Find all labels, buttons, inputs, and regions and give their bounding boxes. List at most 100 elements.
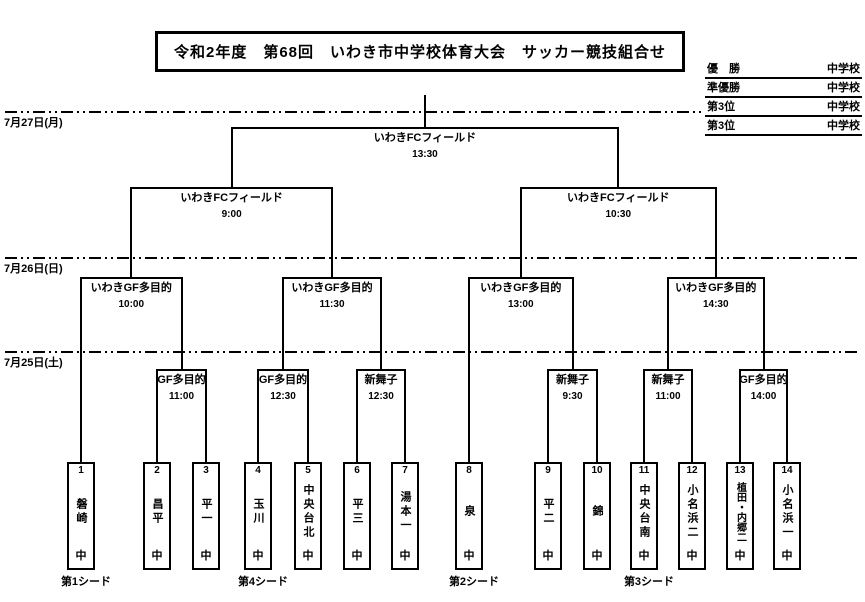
bracket-line	[643, 369, 693, 371]
team-name-area: 小名浜二	[684, 477, 700, 547]
match-venue-label: いわきGF多目的 14:30	[675, 282, 756, 310]
bracket-line	[547, 369, 549, 463]
results-row: 優 勝 中学校	[705, 60, 862, 79]
team-name: 小名浜一	[781, 484, 793, 540]
match-venue: いわきFCフィールド	[567, 192, 670, 204]
team-name: 小名浜二	[686, 484, 698, 540]
results-rank: 第3位	[705, 116, 784, 136]
bracket-line	[356, 369, 406, 371]
team-name-area: 昌平	[149, 477, 165, 547]
match-venue: いわきGF多目的	[291, 282, 373, 294]
date-divider-line	[5, 257, 861, 259]
seed-label: 第1シード	[60, 576, 112, 588]
match-venue: いわきGF多目的	[675, 282, 757, 294]
team-name: 玉川	[252, 498, 264, 526]
bracket-line	[547, 369, 598, 371]
match-time: 11:00	[168, 391, 195, 402]
team-suffix: 中	[399, 550, 411, 562]
team-suffix: 中	[252, 550, 264, 562]
match-venue-label: いわきFCフィールド 9:00	[180, 192, 282, 220]
team-box: 3 平一中	[192, 462, 220, 570]
match-time: 9:00	[221, 209, 242, 220]
team-name-area: 玉川	[250, 477, 266, 547]
bracket-line	[468, 277, 470, 463]
team-number: 2	[154, 465, 160, 476]
bracket-line	[519, 187, 522, 279]
team-name-area: 錦	[589, 477, 605, 547]
team-number: 9	[545, 465, 551, 476]
bracket-line	[230, 127, 233, 189]
team-number: 12	[686, 465, 698, 476]
match-venue: GF多目的	[258, 374, 308, 386]
team-suffix: 中	[463, 550, 475, 562]
match-venue-label: いわきFCフィールド 13:30	[374, 132, 476, 160]
match-time: 14:30	[702, 299, 729, 310]
team-name-area: 中央台南	[636, 477, 652, 547]
match-venue: いわきFCフィールド	[373, 132, 477, 144]
team-name: 泉	[463, 505, 475, 519]
team-box: 5 中央台北中	[294, 462, 322, 570]
team-suffix: 中	[686, 550, 698, 562]
match-venue: いわきGF多目的	[480, 282, 562, 294]
match-venue: 新舞子	[364, 374, 398, 386]
team-name-area: 泉	[461, 477, 477, 547]
team-suffix: 中	[200, 550, 212, 562]
match-venue: GF多目的	[157, 374, 206, 386]
bracket-line	[130, 187, 133, 279]
team-name-area: 小名浜一	[779, 477, 795, 547]
bracket-line	[691, 369, 693, 463]
bracket-line	[571, 277, 574, 371]
team-name: 平一	[200, 498, 212, 526]
results-row: 準優勝 中学校	[705, 78, 862, 98]
team-suffix: 中	[734, 550, 746, 562]
page-title: 令和2年度 第68回 いわき市中学校体育大会 サッカー競技組合せ	[155, 31, 685, 72]
date-label: 7月26日(日)	[4, 263, 63, 275]
bracket-line	[762, 277, 765, 371]
bracket-line	[423, 95, 426, 129]
team-suffix: 中	[302, 550, 314, 562]
bracket-line	[282, 277, 284, 371]
team-name: 昌平	[151, 498, 163, 526]
team-number: 6	[354, 465, 360, 476]
team-number: 3	[203, 465, 209, 476]
date-label: 7月25日(土)	[4, 357, 63, 369]
match-time: 10:00	[118, 299, 145, 310]
team-name-area: 磐崎	[73, 477, 89, 547]
team-number: 1	[78, 465, 84, 476]
date-divider-line	[5, 111, 703, 113]
team-name: 湯本一	[399, 491, 411, 533]
results-school: 中学校	[783, 78, 862, 98]
seed-label: 第2シード	[448, 576, 500, 588]
bracket-line	[80, 277, 82, 463]
match-venue: いわきFCフィールド	[180, 192, 283, 204]
team-number: 11	[638, 465, 650, 476]
team-number: 4	[255, 465, 261, 476]
team-number: 5	[305, 465, 311, 476]
bracket-line	[205, 369, 207, 463]
results-rank: 優 勝	[705, 60, 784, 79]
team-number: 14	[781, 465, 793, 476]
match-time: 9:30	[562, 391, 583, 402]
team-name: 中央台北	[302, 484, 314, 540]
match-time: 12:30	[368, 391, 394, 402]
team-box: 4 玉川中	[244, 462, 272, 570]
page-title-text: 令和2年度 第68回 いわき市中学校体育大会 サッカー競技組合せ	[173, 44, 667, 61]
match-time: 13:30	[412, 149, 438, 160]
team-number: 13	[734, 465, 746, 476]
bracket-line	[714, 187, 717, 279]
team-box: 12 小名浜二中	[678, 462, 706, 570]
team-name-area: 平一	[198, 477, 214, 547]
